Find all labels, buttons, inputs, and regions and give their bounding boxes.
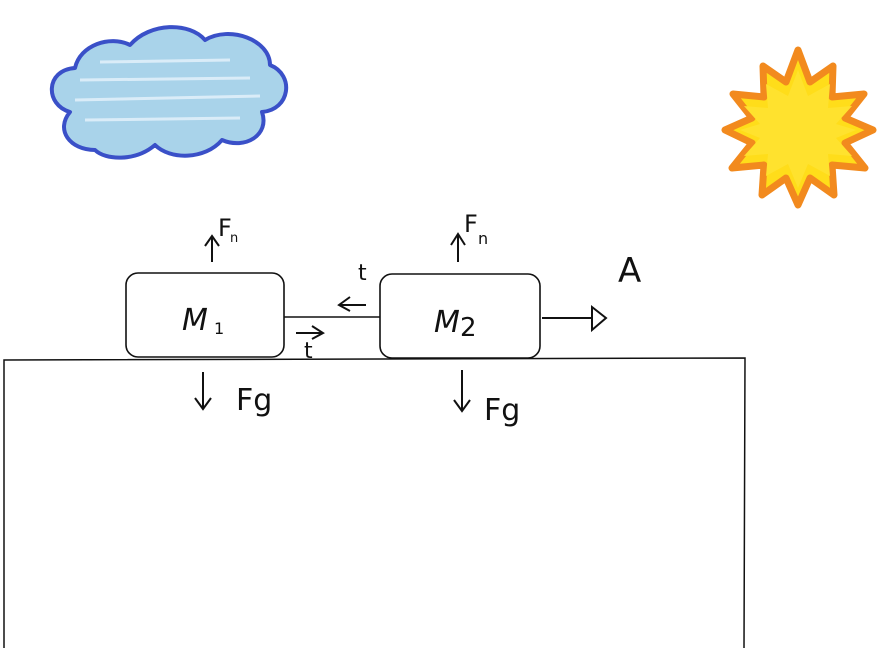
normal-force-m2: F n — [450, 210, 488, 262]
gravity-force-m1-label: Fg — [236, 383, 272, 418]
tension-m2: t — [337, 261, 367, 312]
normal-force-m1: F n — [204, 214, 238, 262]
normal-force-m2-subscript: n — [478, 229, 488, 248]
block-m2-box — [379, 273, 541, 359]
block-m1-label: M — [182, 303, 208, 338]
block-m2-subscript: 2 — [460, 313, 477, 343]
block-m2-label: M — [434, 305, 460, 340]
gravity-force-m2-label: Fg — [484, 393, 520, 428]
gravity-force-m1: Fg — [194, 372, 272, 418]
table-surface — [3, 357, 746, 648]
applied-force-arrow: A — [542, 251, 641, 333]
tension-m1-label: t — [304, 339, 313, 364]
normal-force-m1-subscript: n — [230, 231, 238, 246]
tension-m1: t — [296, 325, 325, 364]
normal-force-m2-label: F — [464, 210, 478, 238]
sun-icon — [721, 46, 877, 209]
cloud-icon — [49, 25, 289, 160]
normal-force-m1-label: F — [218, 214, 232, 242]
applied-force-label: A — [618, 251, 641, 291]
block-m1-box — [125, 272, 285, 358]
block-m1: M 1 — [125, 272, 285, 358]
tension-m2-label: t — [358, 261, 367, 286]
block-m1-subscript: 1 — [214, 319, 224, 338]
block-m2: M 2 — [379, 273, 541, 359]
gravity-force-m2: Fg — [453, 370, 520, 428]
